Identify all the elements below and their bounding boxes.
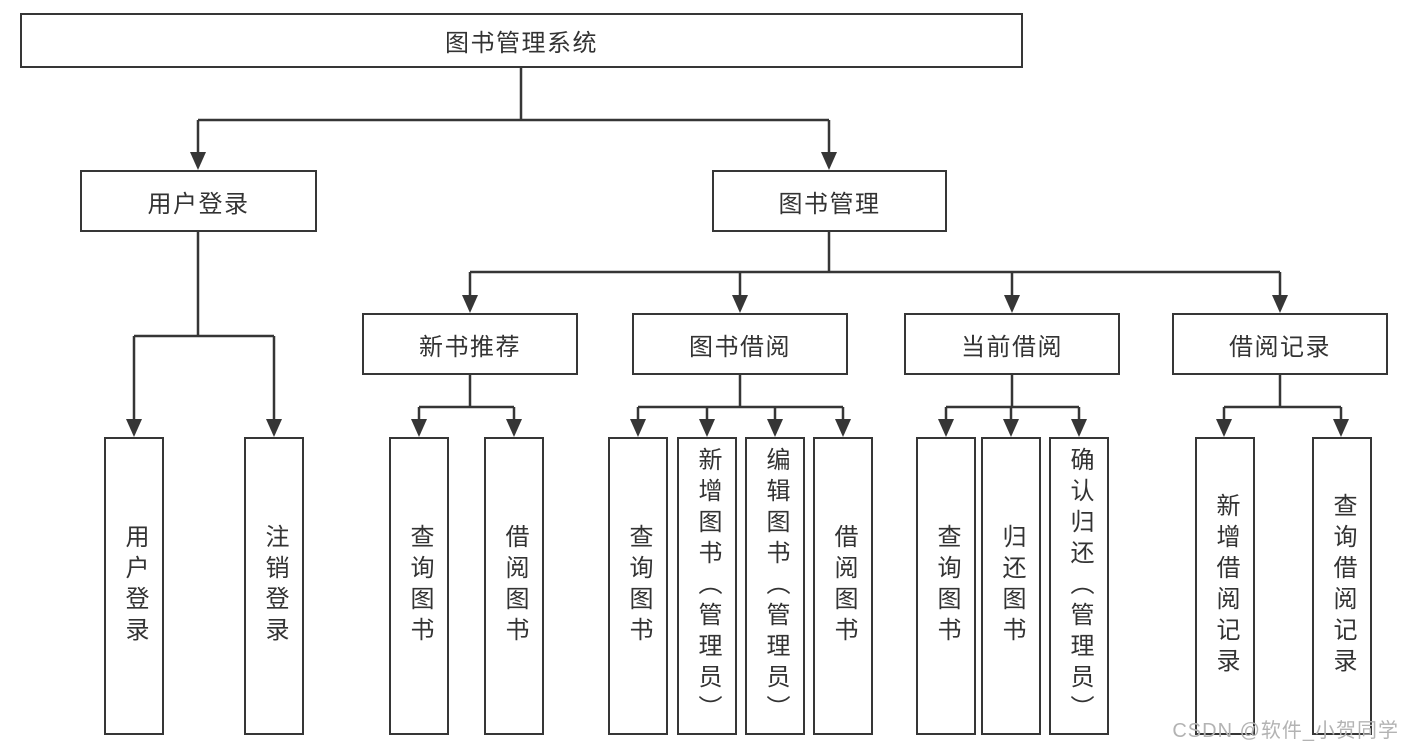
leaf-label: 查询图书 bbox=[625, 524, 652, 648]
node-new-book-recommendation: 新书推荐 bbox=[362, 313, 578, 375]
arrowhead bbox=[732, 295, 748, 313]
node-library-management-system: 图书管理系统 bbox=[20, 13, 1023, 68]
leaf-logout: 注销登录 bbox=[244, 437, 304, 735]
leaf-label: 确认归还（管理员） bbox=[1066, 446, 1093, 726]
leaf-label: 编辑图书（管理员） bbox=[762, 446, 789, 726]
arrowhead bbox=[411, 419, 427, 437]
arrowhead bbox=[126, 419, 142, 437]
leaf-query-borrow-record: 查询借阅记录 bbox=[1312, 437, 1372, 735]
arrowhead bbox=[835, 419, 851, 437]
leaf-label: 借阅图书 bbox=[501, 524, 528, 648]
leaf-label: 归还图书 bbox=[998, 524, 1025, 648]
edge-newbook-to-leaves bbox=[417, 375, 516, 423]
arrowhead bbox=[821, 152, 837, 170]
leaf-edit-books-admin: 编辑图书（管理员） bbox=[745, 437, 805, 735]
arrowhead bbox=[462, 295, 478, 313]
leaf-query-books-borrowing: 查询图书 bbox=[608, 437, 668, 735]
arrowhead bbox=[1216, 419, 1232, 437]
leaf-add-borrow-record: 新增借阅记录 bbox=[1195, 437, 1255, 735]
leaf-query-books-current: 查询图书 bbox=[916, 437, 976, 735]
arrowhead bbox=[506, 419, 522, 437]
arrowhead bbox=[1272, 295, 1288, 313]
leaf-label: 查询图书 bbox=[933, 524, 960, 648]
node-book-borrowing: 图书借阅 bbox=[632, 313, 848, 375]
edge-current-to-leaves bbox=[944, 375, 1081, 423]
leaf-label: 新增图书（管理员） bbox=[694, 446, 721, 726]
leaf-label: 借阅图书 bbox=[830, 524, 857, 648]
arrowhead bbox=[630, 419, 646, 437]
arrowhead bbox=[1071, 419, 1087, 437]
node-user-login: 用户登录 bbox=[80, 170, 317, 232]
arrowhead bbox=[1004, 295, 1020, 313]
arrowhead bbox=[266, 419, 282, 437]
leaf-borrow-books-recommendation: 借阅图书 bbox=[484, 437, 544, 735]
leaf-label: 查询借阅记录 bbox=[1329, 493, 1356, 679]
leaf-return-books: 归还图书 bbox=[981, 437, 1041, 735]
csdn-watermark: CSDN @软件_小贺同学 bbox=[1172, 720, 1399, 742]
edge-login-to-leaves bbox=[132, 232, 276, 423]
leaf-label: 新增借阅记录 bbox=[1212, 493, 1239, 679]
arrowhead bbox=[767, 419, 783, 437]
leaf-confirm-return-admin: 确认归还（管理员） bbox=[1049, 437, 1109, 735]
edge-borrow-to-leaves bbox=[636, 375, 845, 423]
node-borrowing-records: 借阅记录 bbox=[1172, 313, 1388, 375]
edge-mgmt-to-level3 bbox=[468, 232, 1282, 299]
arrowhead bbox=[699, 419, 715, 437]
edge-records-to-leaves bbox=[1222, 375, 1343, 423]
edge-root-to-level2 bbox=[196, 68, 831, 154]
leaf-query-books-recommendation: 查询图书 bbox=[389, 437, 449, 735]
node-book-management: 图书管理 bbox=[712, 170, 947, 232]
arrowhead bbox=[938, 419, 954, 437]
leaf-label: 用户登录 bbox=[121, 524, 148, 648]
leaf-label: 注销登录 bbox=[261, 524, 288, 648]
leaf-add-books-admin: 新增图书（管理员） bbox=[677, 437, 737, 735]
leaf-label: 查询图书 bbox=[406, 524, 433, 648]
leaf-borrow-books-borrowing: 借阅图书 bbox=[813, 437, 873, 735]
arrowhead bbox=[1003, 419, 1019, 437]
arrowhead bbox=[1333, 419, 1349, 437]
arrowhead bbox=[190, 152, 206, 170]
node-current-borrowing: 当前借阅 bbox=[904, 313, 1120, 375]
leaf-user-login: 用户登录 bbox=[104, 437, 164, 735]
